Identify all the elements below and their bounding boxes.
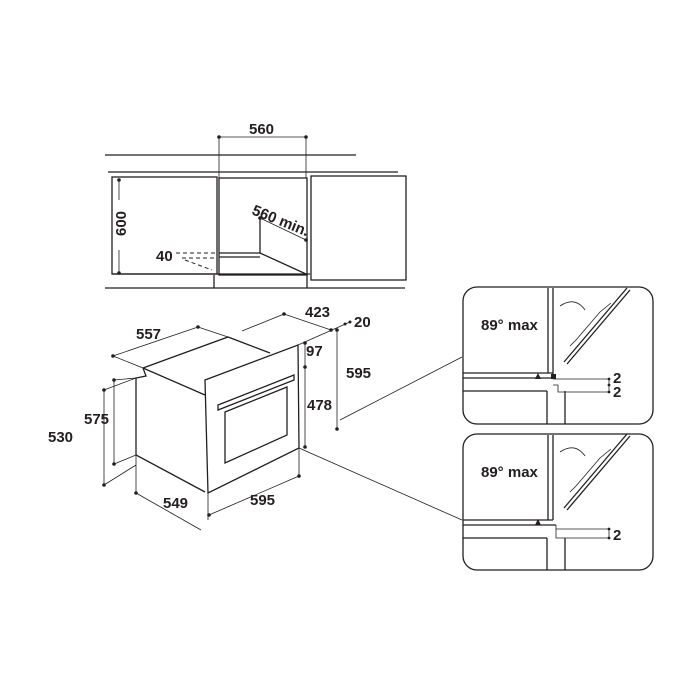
- detail-panel-2: 89° max 2: [462, 433, 654, 571]
- front-width-label: 595: [250, 492, 275, 509]
- cabinet-depth-label: 560 min.: [250, 202, 312, 240]
- oven-view: 557 423 20 595 97 478 575 530 549: [48, 304, 463, 531]
- rear-label: 423: [305, 304, 330, 321]
- top-depth-label: 557: [136, 326, 161, 343]
- panel-1-angle-label: 89° max: [481, 317, 539, 334]
- panel-1-gap-label-1: 2: [613, 370, 621, 387]
- vent-label: 40: [156, 248, 173, 265]
- detail-panel-1: 89° max 2 2: [462, 286, 654, 425]
- cabinet-height-label: 600: [113, 211, 130, 236]
- body-height-label: 575: [84, 411, 109, 428]
- panel-2-gap-label: 2: [613, 527, 621, 544]
- panel-top-label: 97: [306, 343, 323, 360]
- side-height-label: 530: [48, 429, 73, 446]
- total-height-label: 595: [346, 365, 371, 382]
- cabinet-width-label: 560: [249, 121, 274, 138]
- offset-label: 20: [354, 314, 371, 331]
- panel-2-angle-label: 89° max: [481, 464, 539, 481]
- body-depth-label: 549: [163, 495, 188, 512]
- panel-1-gap-label-2: 2: [613, 384, 621, 401]
- cabinet-view: 560 600 560 min. 40: [105, 121, 407, 289]
- door-height-label: 478: [307, 397, 332, 414]
